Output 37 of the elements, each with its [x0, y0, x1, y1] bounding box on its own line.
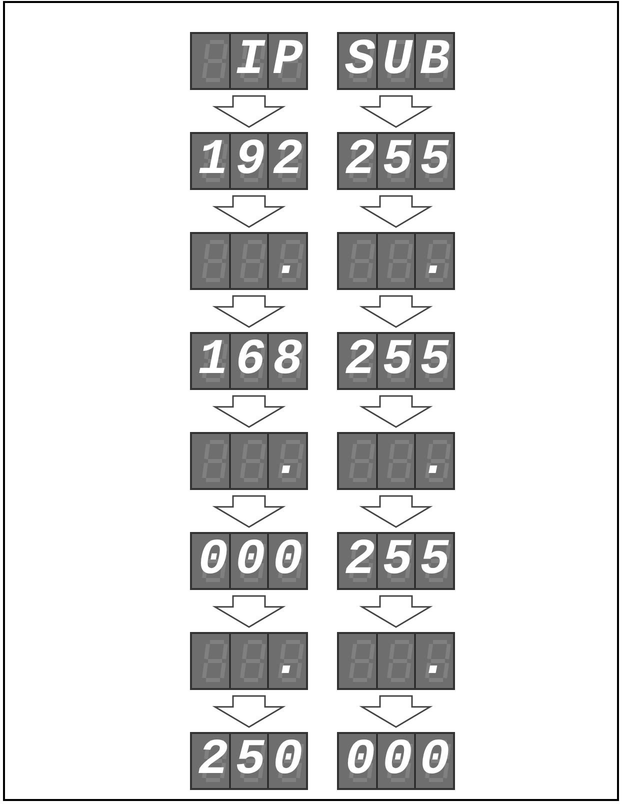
- display-reading: 250: [198, 732, 310, 790]
- display-reading: .: [420, 632, 457, 690]
- seven-segment-display: [190, 632, 308, 690]
- block-arrow: [359, 95, 433, 128]
- seven-segment-display: [337, 232, 455, 290]
- display-reading: .: [420, 432, 457, 490]
- display-reading: IP: [235, 32, 310, 90]
- seven-segment-display: [190, 232, 308, 290]
- display-reading: 000: [198, 532, 310, 590]
- block-arrow: [212, 495, 286, 528]
- block-arrow: [359, 395, 433, 428]
- block-arrow: [212, 195, 286, 228]
- block-arrow: [212, 395, 286, 428]
- display-reading: 255: [345, 332, 457, 390]
- display-reading: SUB: [345, 32, 457, 90]
- display-reading: .: [272, 232, 310, 290]
- display-reading: .: [420, 232, 457, 290]
- display-reading: .: [272, 632, 310, 690]
- block-arrow: [359, 195, 433, 228]
- display-reading: 168: [198, 332, 310, 390]
- block-arrow: [212, 295, 286, 328]
- seven-segment-display: [337, 632, 455, 690]
- block-arrow: [359, 295, 433, 328]
- block-arrow: [212, 595, 286, 628]
- display-reading: 000: [345, 732, 457, 790]
- block-arrow: [212, 95, 286, 128]
- display-reading: .: [272, 432, 310, 490]
- display-reading: 255: [345, 132, 457, 190]
- seven-segment-display: [190, 432, 308, 490]
- block-arrow: [359, 495, 433, 528]
- block-arrow: [212, 695, 286, 728]
- display-reading: 255: [345, 532, 457, 590]
- block-arrow: [359, 595, 433, 628]
- display-reading: 192: [198, 132, 310, 190]
- block-arrow: [359, 695, 433, 728]
- seven-segment-display: [190, 32, 308, 90]
- seven-segment-display: [337, 432, 455, 490]
